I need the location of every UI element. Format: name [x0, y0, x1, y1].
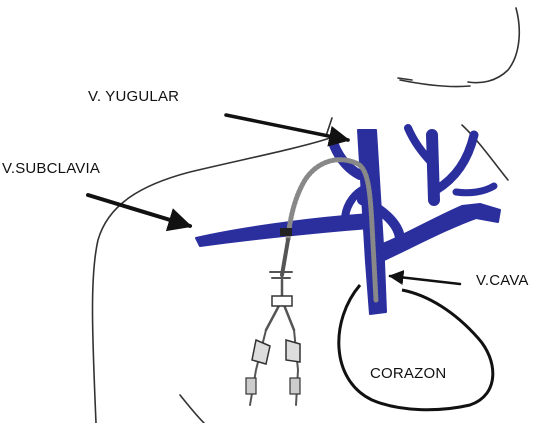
catheter-hub — [280, 228, 292, 236]
cava-arrow — [390, 276, 460, 284]
chin-outline — [468, 8, 519, 83]
catheter-tube-outer — [282, 240, 288, 275]
arm-line — [180, 395, 204, 423]
subclavia-arrow — [88, 195, 190, 226]
catheter-cap-left — [246, 378, 256, 394]
label-v-yugular: V. YUGULAR — [88, 88, 179, 105]
catheter-port-right — [286, 340, 300, 362]
label-v-cava: V.CAVA — [476, 272, 529, 289]
heart-outline — [339, 285, 493, 410]
yugular-arrow — [226, 115, 348, 140]
arrows — [88, 115, 460, 284]
catheter-junction — [272, 296, 292, 306]
jugular-branch-right-b — [436, 135, 474, 190]
clavicle-mark — [326, 118, 332, 136]
label-v-subclavia: V.SUBCLAVIA — [2, 160, 100, 177]
label-corazon: CORAZON — [370, 365, 446, 382]
catheter-port-left — [252, 340, 270, 364]
vein-system — [196, 128, 500, 314]
jugular-branch-right-c — [456, 186, 494, 193]
catheter-cap-right — [290, 378, 300, 394]
jaw-outline — [400, 80, 470, 87]
